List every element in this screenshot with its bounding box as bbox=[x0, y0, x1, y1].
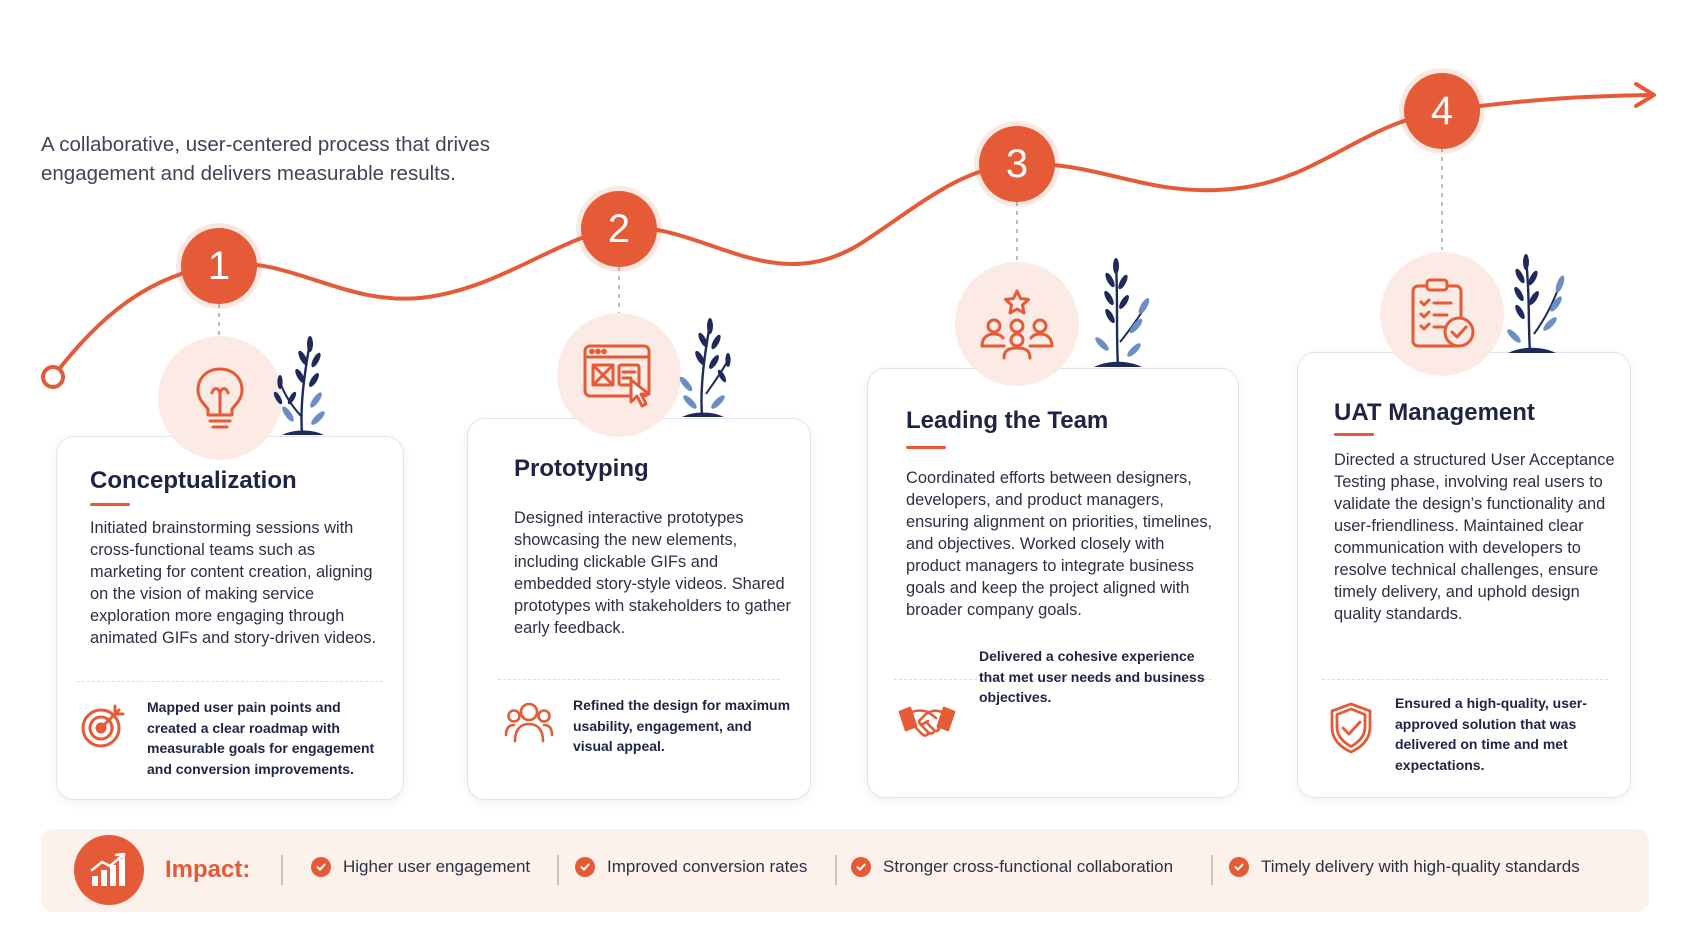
clipboard-check-icon bbox=[1411, 278, 1475, 348]
step-card-conceptualization: Conceptualization Initiated brainstormin… bbox=[56, 436, 404, 800]
impact-item-label: Higher user engagement bbox=[343, 857, 531, 876]
plant-decoration bbox=[679, 318, 731, 417]
plant-decoration bbox=[1507, 254, 1565, 353]
card-description: Initiated brainstorming sessions with cr… bbox=[90, 519, 377, 647]
check-icon bbox=[311, 857, 331, 877]
card-divider bbox=[498, 679, 780, 680]
impact-separator bbox=[835, 855, 837, 885]
impact-label: Impact: bbox=[165, 856, 251, 883]
card-description: Coordinated efforts between designers, d… bbox=[906, 469, 1213, 619]
title-underline bbox=[1334, 433, 1374, 436]
card-description: Designed interactive prototypes showcasi… bbox=[514, 509, 791, 637]
lightbulb-icon bbox=[196, 367, 244, 429]
impact-item-label: Improved conversion rates bbox=[607, 857, 808, 876]
title-underline bbox=[90, 503, 130, 506]
impact-item: Stronger cross-functional collaboration bbox=[851, 857, 1173, 877]
plant-decoration bbox=[1094, 258, 1150, 367]
card-outcome: Mapped user pain points and created a cl… bbox=[147, 699, 375, 777]
impact-item-label: Timely delivery with high-quality standa… bbox=[1261, 857, 1580, 876]
step-3-number: 3 bbox=[979, 126, 1055, 202]
step-1-number: 1 bbox=[181, 228, 257, 304]
card-title: Conceptualization bbox=[90, 467, 297, 494]
check-icon bbox=[575, 857, 595, 877]
intro-text: A collaborative, user-centered process t… bbox=[41, 133, 490, 185]
team-star-icon bbox=[980, 289, 1054, 360]
card-outcome: Refined the design for maximum usability… bbox=[573, 697, 791, 754]
impact-item: Timely delivery with high-quality standa… bbox=[1229, 857, 1580, 877]
card-title: Leading the Team bbox=[906, 407, 1109, 434]
card-divider bbox=[894, 679, 1212, 680]
impact-item-label: Stronger cross-functional collaboration bbox=[883, 857, 1174, 876]
browser-prototype-icon bbox=[583, 344, 651, 408]
target-icon bbox=[81, 704, 125, 748]
shield-check-icon bbox=[1330, 702, 1372, 754]
impact-bar: Impact: Higher user engagement Improved … bbox=[41, 829, 1649, 912]
impact-separator bbox=[281, 855, 283, 885]
step-1-icon-circle bbox=[158, 336, 282, 460]
impact-separator bbox=[1211, 855, 1213, 885]
card-description: Directed a structured User Acceptance Te… bbox=[1334, 451, 1615, 623]
card-outcome: Delivered a cohesive experience that met… bbox=[979, 648, 1205, 705]
impact-item: Improved conversion rates bbox=[575, 857, 807, 877]
check-icon bbox=[851, 857, 871, 877]
card-title: UAT Management bbox=[1334, 399, 1535, 426]
users-icon bbox=[504, 702, 554, 743]
title-underline bbox=[906, 446, 946, 449]
step-2-icon-circle bbox=[557, 313, 681, 437]
impact-separator bbox=[557, 855, 559, 885]
step-card-prototyping: Prototyping Designed interactive prototy… bbox=[467, 418, 811, 800]
step-card-uat-management: UAT Management Directed a structured Use… bbox=[1297, 352, 1631, 798]
step-4-icon-circle bbox=[1380, 252, 1504, 376]
card-title: Prototyping bbox=[514, 455, 649, 482]
check-icon bbox=[1229, 857, 1249, 877]
impact-icon-circle bbox=[74, 835, 144, 905]
growth-chart-icon bbox=[90, 852, 126, 886]
card-outcome: Ensured a high-quality, user-approved so… bbox=[1395, 695, 1587, 773]
step-3-icon-circle bbox=[955, 262, 1079, 386]
step-2-number: 2 bbox=[581, 191, 657, 267]
impact-item: Higher user engagement bbox=[311, 857, 530, 877]
handshake-icon bbox=[898, 706, 956, 737]
step-4-number: 4 bbox=[1404, 73, 1480, 149]
card-divider bbox=[1322, 679, 1608, 680]
plant-decoration bbox=[273, 336, 325, 435]
step-card-leading-the-team: Leading the Team Coordinated efforts bet… bbox=[867, 368, 1239, 798]
card-divider bbox=[77, 681, 383, 682]
